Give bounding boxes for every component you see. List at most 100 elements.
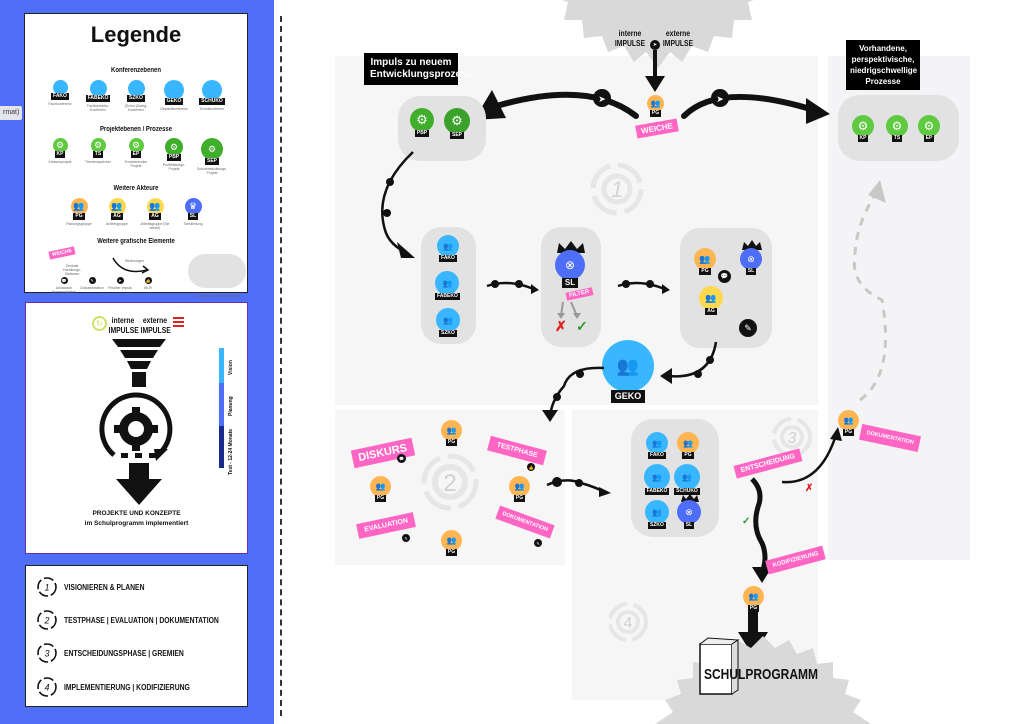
svg-text:2: 2 [43,616,49,626]
pg-node[interactable]: 👥PG [370,476,391,502]
weiche-caption: Zentrale Handlungs-Stationen [63,264,81,276]
chat-icon: 💬 [718,270,731,283]
ep-node[interactable]: ⚙EP [918,115,940,142]
gears-icon: ⚙ [444,108,470,134]
schuko-node[interactable]: 👥SCHUKO [674,464,700,495]
kp-node[interactable]: ⚙KP [852,115,874,142]
szko-node[interactable]: 👥SZKO [436,308,460,337]
pg-node[interactable]: 👥PG [838,410,859,436]
vision-label: Vision [228,360,234,375]
book-icon [699,637,740,695]
pg-node[interactable]: 👥PG [743,586,764,612]
gear-icon: ⚙ [852,115,874,137]
to-schulprogramm-arrow [738,612,768,656]
svg-text:➤: ➤ [598,94,606,104]
planung-bar [219,383,224,426]
svg-text:1: 1 [44,583,49,593]
test-bar [219,426,224,468]
fabeko-node[interactable]: 👥FABEKO [644,464,670,495]
fako-node[interactable]: 👥FAKO [437,235,459,262]
decision-no-mark: ✗ [805,483,814,494]
flow-to-konferenzen [381,151,415,258]
gear-icon: ⚙ [90,138,106,153]
pg-node[interactable]: 👥PG [509,476,530,502]
cycle-icon: ↻ [92,316,107,331]
pg-node[interactable]: 👥PG [441,420,462,446]
group-icon: 👥 [441,420,462,441]
flow-arrow-1 [486,280,539,294]
svg-text:4: 4 [44,683,49,693]
legend-title: Legende [90,22,182,47]
arrow-caption: Strömungen [125,259,145,263]
geko-node[interactable]: 👥GEKO [602,340,654,403]
phase2-cycle-icon: 2 [421,453,479,511]
down-arrow-icon [116,453,162,505]
chat-icon: 💬 [397,454,406,463]
existing-processes-label: Vorhandene,perspektivische,niedrigschwel… [846,40,920,90]
format-tab[interactable]: rmat) [0,106,23,120]
pencil-icon: ✎ [739,319,757,337]
ts-node[interactable]: ⚙TS [886,115,908,142]
szko-node[interactable]: 👥SZKO [645,500,669,529]
crowd-icon: 👥 [437,235,459,257]
thumbs-up-icon: 👍 [144,277,152,284]
fabeko-icon [89,80,107,97]
planung-label: Planung [228,396,234,416]
chat-icon: 💬 [60,277,68,284]
phase4-cycle-icon: 4 [608,602,648,642]
crowd-icon: 👥 [602,340,654,392]
pg-node[interactable]: 👥PG [694,248,716,275]
gears-icon: ⚙ [165,138,183,156]
cycle-1-icon: 1 [37,577,57,597]
fabeko-node[interactable]: 👥FABEKO [435,271,460,300]
pg-node[interactable]: 👥PG [677,432,699,459]
group-icon: 👥 [743,586,764,607]
pg-node[interactable]: 👥PG [441,530,462,556]
schulprogramm-label: SCHULPROGRAMM [704,666,818,683]
pencil-icon: ✎ [534,539,542,547]
ag-node[interactable]: 👥AG [699,286,723,315]
schuko-icon [202,80,222,100]
gear-icon: ⚙ [886,115,908,137]
crowd-icon: 👥 [436,308,460,332]
svg-text:2: 2 [443,470,456,497]
sl-node-group[interactable]: ⊗SL [740,248,762,275]
sep-node[interactable]: ⚙SEP [444,108,470,139]
svg-text:1: 1 [611,177,623,202]
group-icon: 👥 [838,410,859,431]
phase1-cycle-icon: 1 [590,162,644,216]
gears-icon: ⚙ [201,138,223,160]
group-icon: 👥 [70,198,88,215]
crowd-icon: 👥 [435,271,460,295]
weiche-pg-node[interactable]: 👥PG [647,95,664,117]
group-icon: 👥 [146,198,164,215]
crowd-icon: 👥 [645,500,669,524]
fako-node[interactable]: 👥FAKO [646,432,668,459]
crowd-icon: 👥 [674,464,700,490]
svg-text:➤: ➤ [716,94,724,104]
sl-node[interactable]: ⊗SL [677,500,701,529]
crowd-icon: 👥 [646,432,668,454]
flow-arrow-2 [617,280,670,294]
sl-node[interactable]: ⊗SL [555,250,585,288]
legend-heading-konferenz: Konferenzebenen [111,67,161,74]
flow-to-geko [660,341,718,384]
crowd-icon: 👥 [644,464,670,490]
fako-icon [52,80,68,95]
pbp-node[interactable]: ⚙PBP [410,108,434,137]
filter-arrows [557,301,581,319]
